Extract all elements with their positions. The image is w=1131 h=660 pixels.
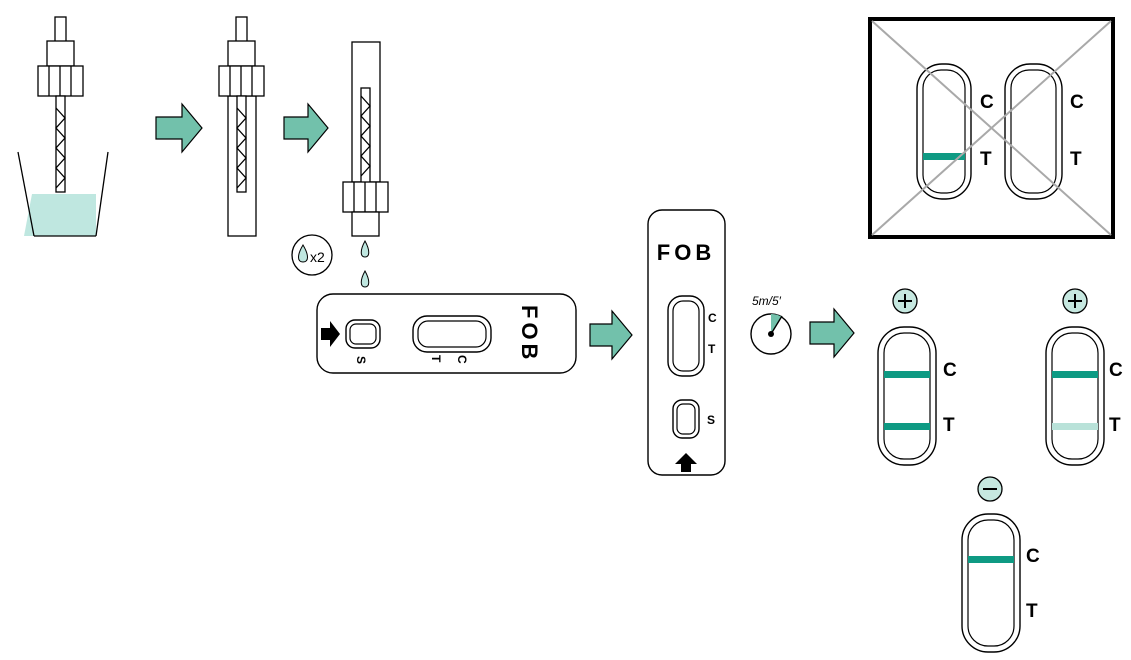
control-line <box>884 371 930 378</box>
timer-label: 5m/5′ <box>752 294 782 308</box>
control-line-label: C <box>1109 360 1123 381</box>
right-arrow-icon <box>809 307 855 359</box>
test-line-label: T <box>1026 601 1038 622</box>
control-line <box>968 556 1014 563</box>
drops-count-label: x2 <box>310 249 325 265</box>
invalid-results-panel: C T C T <box>868 17 1115 239</box>
sample-arrow-icon <box>321 321 340 347</box>
plus-circle-icon <box>892 288 918 314</box>
sample-arrow-icon <box>675 453 697 472</box>
collection-tube-closed <box>218 16 265 237</box>
sample-well-label: S <box>354 356 368 364</box>
collection-tube-inverted <box>342 41 389 237</box>
liquid <box>24 194 96 236</box>
invalid-cross <box>871 20 1112 236</box>
positive-result-strong: C T <box>877 288 957 466</box>
positive-result-weak: C T <box>1045 288 1123 466</box>
stopwatch-icon: 5m/5′ <box>750 294 792 355</box>
control-line-label: C <box>455 355 469 364</box>
right-arrow-icon <box>589 309 633 361</box>
control-line-label: C <box>1026 546 1040 567</box>
control-line <box>1052 371 1098 378</box>
test-line-label: T <box>429 355 443 363</box>
test-line-label: T <box>1109 415 1121 436</box>
test-line-label: T <box>980 149 992 170</box>
test-line <box>884 423 930 430</box>
collection-tube-in-cup <box>17 16 109 237</box>
control-line-label: C <box>708 311 717 325</box>
falling-drops <box>360 239 370 288</box>
droplet-icon: x2 <box>291 234 333 276</box>
right-arrow-icon <box>283 102 329 154</box>
test-line-faint <box>1052 423 1098 430</box>
right-arrow-icon <box>155 102 203 154</box>
plus-circle-icon <box>1062 288 1088 314</box>
minus-circle-icon <box>977 476 1003 502</box>
test-line <box>923 153 965 160</box>
test-line-label: T <box>943 415 955 436</box>
control-line-label: C <box>980 92 994 113</box>
control-line-label: C <box>943 360 957 381</box>
test-cassette-vertical: FOB C T S <box>647 209 726 476</box>
brand-label: FOB <box>517 305 542 363</box>
brand-label: FOB <box>657 240 715 265</box>
test-cassette-horizontal: S T C FOB <box>316 293 577 374</box>
control-line-label: C <box>1070 92 1084 113</box>
test-line-label: T <box>708 342 716 356</box>
negative-result: C T <box>961 476 1040 653</box>
sample-well-label: S <box>707 413 715 427</box>
test-line-label: T <box>1070 149 1082 170</box>
